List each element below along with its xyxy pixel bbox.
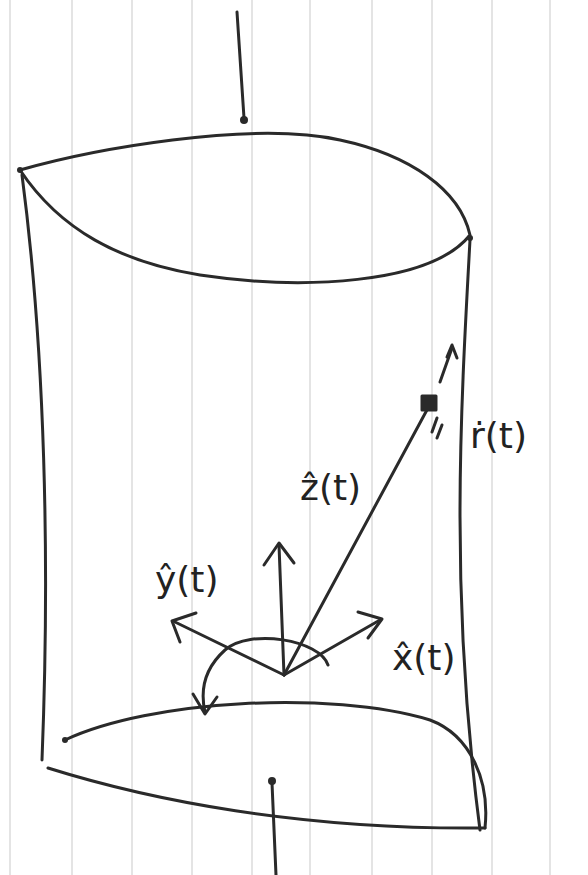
paper-rules — [10, 0, 550, 875]
axis-label: ẑ(t) — [300, 470, 361, 506]
axes — [172, 345, 457, 714]
dots — [17, 116, 473, 785]
axis-label: x̂(t) — [392, 640, 456, 676]
tube-outline — [20, 12, 486, 875]
axis-label: ṙ(t) — [470, 418, 527, 454]
axis-label: ŷ(t) — [155, 562, 219, 598]
